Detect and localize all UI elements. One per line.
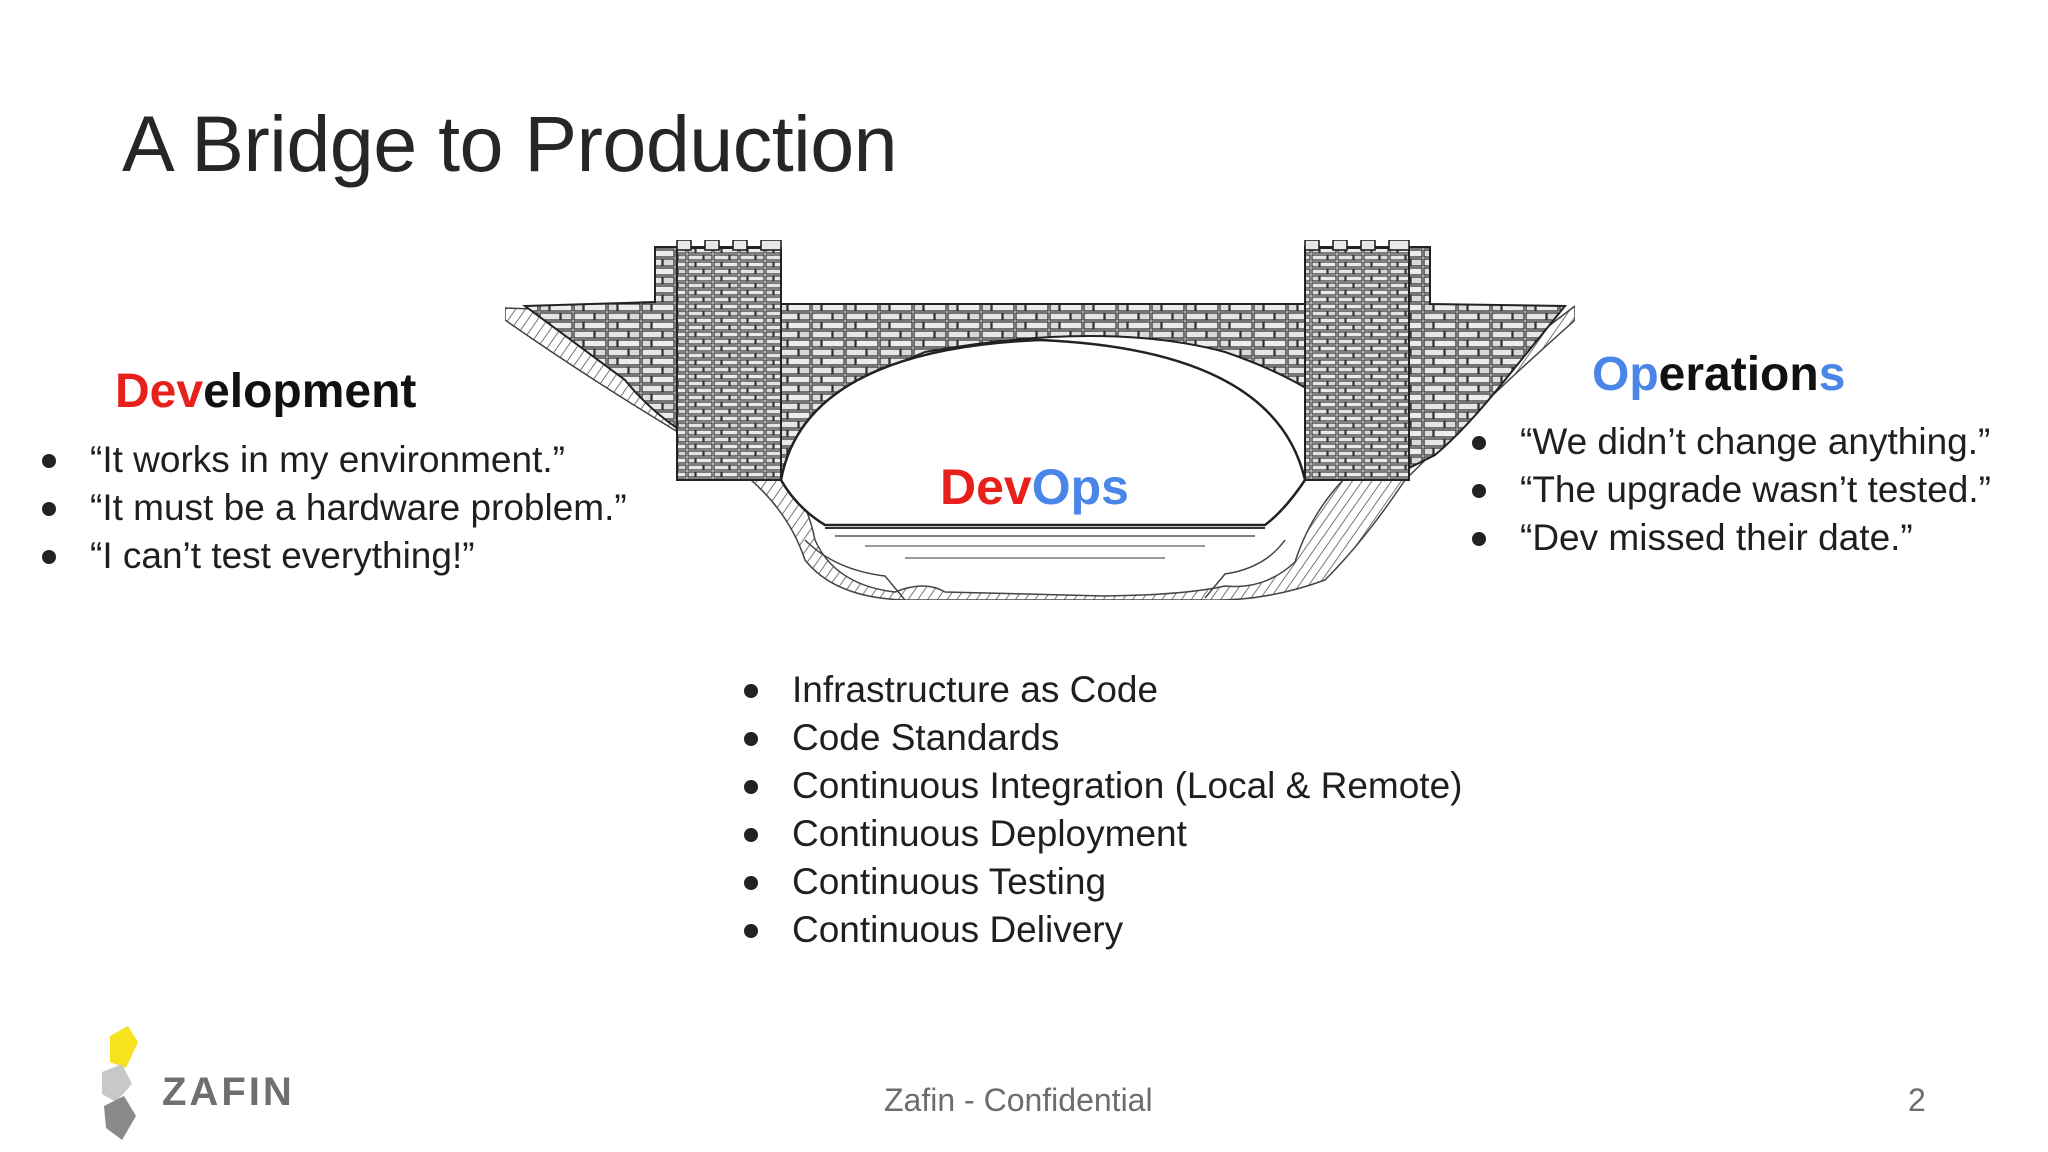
- development-heading-rest: elopment: [203, 365, 417, 418]
- list-item: “It works in my environment.”: [38, 436, 627, 484]
- page-number: 2: [1908, 1082, 1926, 1118]
- list-item: Continuous Deployment: [740, 810, 1380, 858]
- list-item: Infrastructure as Code: [740, 666, 1380, 714]
- list-item: Continuous Integration (Local & Remote): [740, 762, 1462, 810]
- operations-heading-end: s: [1818, 348, 1846, 401]
- bridge-icon: [505, 240, 1575, 600]
- operations-quote-list: “We didn’t change anything.” “The upgrad…: [1468, 418, 1991, 562]
- development-quote-list: “It works in my environment.” “It must b…: [38, 436, 627, 580]
- operations-heading-start: Op: [1592, 348, 1659, 401]
- operations-heading-middle: eration: [1658, 348, 1819, 401]
- logo-wordmark: ZAFIN: [162, 1070, 295, 1114]
- list-item: Code Standards: [740, 714, 1380, 762]
- devops-heading-dev: Dev: [940, 459, 1032, 515]
- list-item: Continuous Delivery: [740, 906, 1380, 954]
- footer-confidential: Zafin - Confidential: [884, 1082, 1153, 1118]
- devops-heading: DevOps: [940, 458, 1129, 516]
- slide-title: A Bridge to Production: [122, 99, 898, 188]
- list-item: Continuous Testing: [740, 858, 1380, 906]
- devops-heading-ops: Ops: [1031, 459, 1129, 515]
- list-item: “It must be a hardware problem.”: [38, 484, 627, 532]
- list-item: “We didn’t change anything.”: [1468, 418, 1991, 466]
- devops-practice-list: Infrastructure as Code Code Standards Co…: [740, 666, 1462, 954]
- list-item: “Dev missed their date.”: [1468, 514, 1991, 562]
- list-item: “I can’t test everything!”: [38, 532, 627, 580]
- development-heading: Development: [115, 364, 416, 419]
- zafin-logo-icon: [102, 1026, 138, 1140]
- development-heading-highlight: Dev: [115, 365, 204, 418]
- operations-heading: Operations: [1592, 347, 1845, 402]
- list-item: “The upgrade wasn’t tested.”: [1468, 466, 1991, 514]
